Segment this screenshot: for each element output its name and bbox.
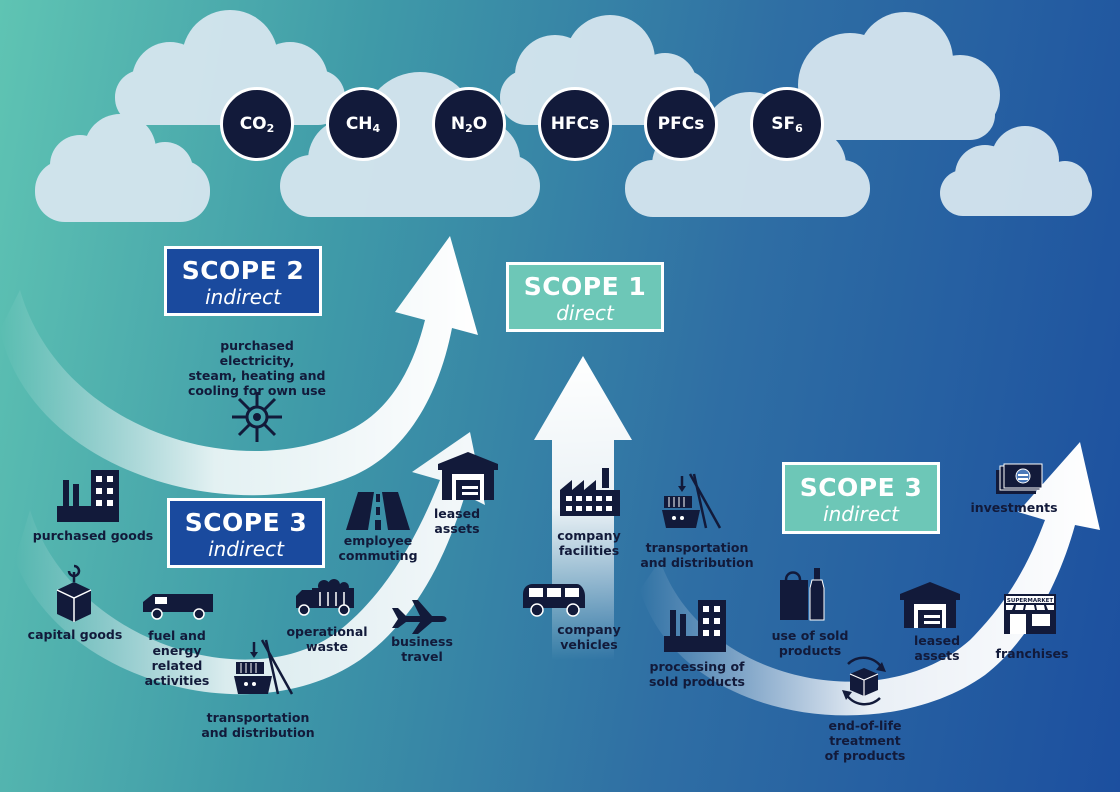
gas-sf6-sub: 6 [795,121,803,135]
label-leased-assets-downstream-text: leased assets [913,633,961,663]
label-franchises: franchises [957,646,1107,661]
gas-n2o-sub: 2 [465,121,473,135]
scope3-downstream-subtitle: indirect [823,502,899,526]
label-processing-sold: processing of sold products [622,659,772,689]
label-purchased-goods: purchased goods [18,528,168,543]
gas-ch4-base: CH [345,114,373,134]
road-icon [346,492,410,530]
gas-sf6-base: SF [771,114,796,134]
scope2-title: SCOPE 2 [181,256,305,285]
scope3-upstream-box: SCOPE 3 indirect [167,498,325,568]
label-leased-assets-upstream: leased assets [382,506,532,536]
label-fuel-energy-text: fuel and energy related activities [144,628,210,688]
label-operational-waste: operational waste [252,624,402,654]
scope3-downstream-title: SCOPE 3 [799,473,923,502]
supermarket-icon: SUPERMARKET [1004,594,1056,634]
label-company-facilities: company facilities [514,528,664,558]
van-icon [143,594,213,620]
gas-n2o-tail: O [472,114,488,134]
electricity-hub-icon [232,392,282,442]
gas-ch4-sub: 4 [372,121,381,135]
gas-co2-base: CO [239,114,267,134]
investments-money-icon [996,463,1043,494]
label-investments: investments [939,500,1089,515]
label-purchased-electricity-text: purchased electricity, steam, heating an… [187,338,327,398]
scope2-arrow [0,236,478,496]
scope3-downstream-box: SCOPE 3 indirect [782,462,940,534]
supermarket-sign-text: SUPERMARKET [1007,598,1053,604]
cloud-right-mid [940,126,1092,216]
scope2-box: SCOPE 2 indirect [164,246,322,316]
label-fuel-energy: fuel and energy related activities [102,628,252,688]
label-transport-downstream: transportation and distribution [622,540,772,570]
warehouse-icon [438,452,498,500]
label-leased-assets-upstream-text: leased assets [433,506,481,536]
label-transport-upstream-text: transportation and distribution [201,710,315,740]
gas-hfcs-base: HFCs [550,114,600,134]
label-use-sold: use of sold products [735,628,885,658]
scope3-upstream-arrow [15,432,485,695]
airplane-icon [392,600,447,634]
label-capital-goods-text: capital goods [27,627,123,642]
label-operational-waste-text: operational waste [286,624,368,654]
label-purchased-goods-text: purchased goods [32,528,154,543]
label-franchises-text: franchises [995,646,1069,661]
gas-n2o-base: N [450,114,466,134]
scope3-upstream-subtitle: indirect [208,537,284,561]
cloud-right-top [785,12,1000,140]
label-leased-assets-downstream: leased assets [862,633,1012,663]
shopping-bag-bottle-icon [780,568,825,621]
factory-building-icon [57,470,119,522]
label-investments-text: investments [970,500,1058,515]
label-company-facilities-text: company facilities [557,528,621,558]
processing-factory-icon [664,600,726,652]
gas-hfcs: HFCs [538,87,612,161]
gas-pfcs: PFCs [644,87,718,161]
label-business-travel: business travel [347,634,497,664]
label-capital-goods: capital goods [0,627,150,642]
label-company-vehicles: company vehicles [514,622,664,652]
scope2-subtitle: indirect [205,285,281,309]
factory-icon [560,468,620,516]
recycle-box-icon [842,656,886,706]
gas-co2-sub: 2 [266,121,275,135]
scope1-box: SCOPE 1 direct [506,262,664,332]
scope3-downstream-arrow [640,442,1100,716]
label-processing-sold-text: processing of sold products [649,659,745,689]
label-end-of-life: end-of-life treatment of products [790,718,940,763]
label-use-sold-text: use of sold products [771,628,849,658]
label-transport-downstream-text: transportation and distribution [640,540,754,570]
leased-warehouse-icon [900,582,960,628]
label-employee-commuting-text: employee commuting [338,533,418,563]
label-employee-commuting: employee commuting [303,533,453,563]
crane-ship-downstream-icon [662,473,722,529]
company-van-icon [523,584,585,617]
label-purchased-electricity: purchased electricity, steam, heating an… [182,338,332,398]
cloud-left-mid [35,114,210,222]
crane-ship-icon [234,639,294,695]
label-company-vehicles-text: company vehicles [557,622,621,652]
scope3-upstream-title: SCOPE 3 [184,508,308,537]
waste-truck-icon [296,579,354,616]
gas-pfcs-base: PFCs [657,114,705,134]
label-business-travel-text: business travel [391,634,453,664]
label-transport-upstream: transportation and distribution [183,710,333,740]
crane-box-icon [56,564,92,622]
label-end-of-life-text: end-of-life treatment of products [824,718,906,763]
scope1-title: SCOPE 1 [523,272,647,301]
scope1-subtitle: direct [556,301,614,325]
